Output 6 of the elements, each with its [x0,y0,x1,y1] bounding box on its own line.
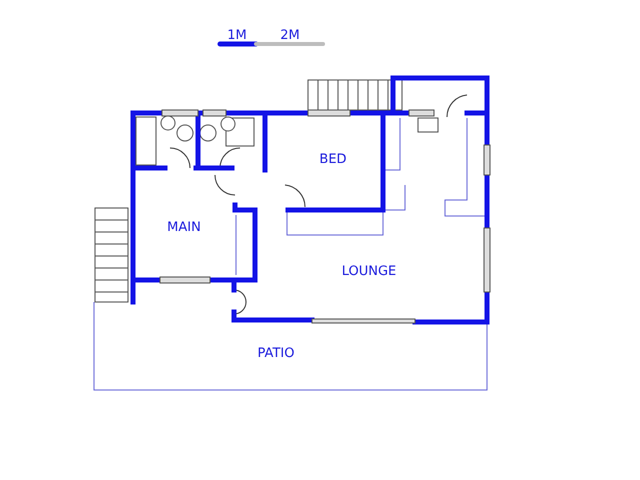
room-label: MAIN [167,221,201,235]
room-label: PATIO [258,347,294,361]
scale-label: 2M [280,29,300,43]
room-label: LOUNGE [342,265,396,279]
scale-label: 1M [227,29,247,43]
room-label: BED [319,153,347,167]
